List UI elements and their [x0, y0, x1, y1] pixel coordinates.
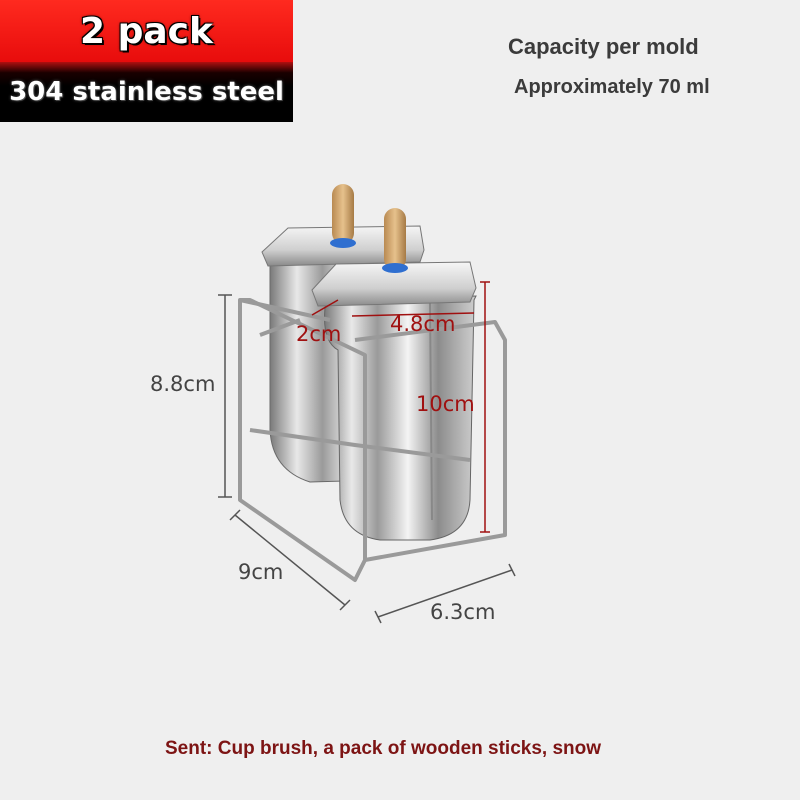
dimension-lines: [218, 294, 516, 624]
capacity-value: Approximately 70 ml: [514, 76, 710, 98]
material-badge: 304 stainless steel: [0, 62, 293, 122]
mold-height-label: 10cm: [416, 392, 475, 416]
mold-depth-label: 2cm: [296, 322, 342, 346]
material-label: 304 stainless steel: [9, 77, 284, 107]
mold-width-label: 4.8cm: [390, 312, 456, 336]
capacity-title: Capacity per mold: [508, 34, 699, 59]
wire-rack: [238, 298, 507, 582]
included-items-text: Sent: Cup brush, a pack of wooden sticks…: [165, 738, 602, 759]
back-stick-seal: [330, 238, 356, 248]
pack-count-badge: 2 pack: [0, 0, 293, 62]
front-wooden-stick: [384, 208, 406, 270]
depth-label: 9cm: [238, 560, 284, 584]
back-wooden-stick: [332, 184, 354, 244]
outer-height-label: 8.8cm: [150, 372, 216, 396]
width-label: 6.3cm: [430, 600, 496, 624]
front-stick-seal: [382, 263, 408, 273]
mold-dimension-lines: [311, 281, 490, 533]
pack-count-label: 2 pack: [80, 10, 213, 52]
